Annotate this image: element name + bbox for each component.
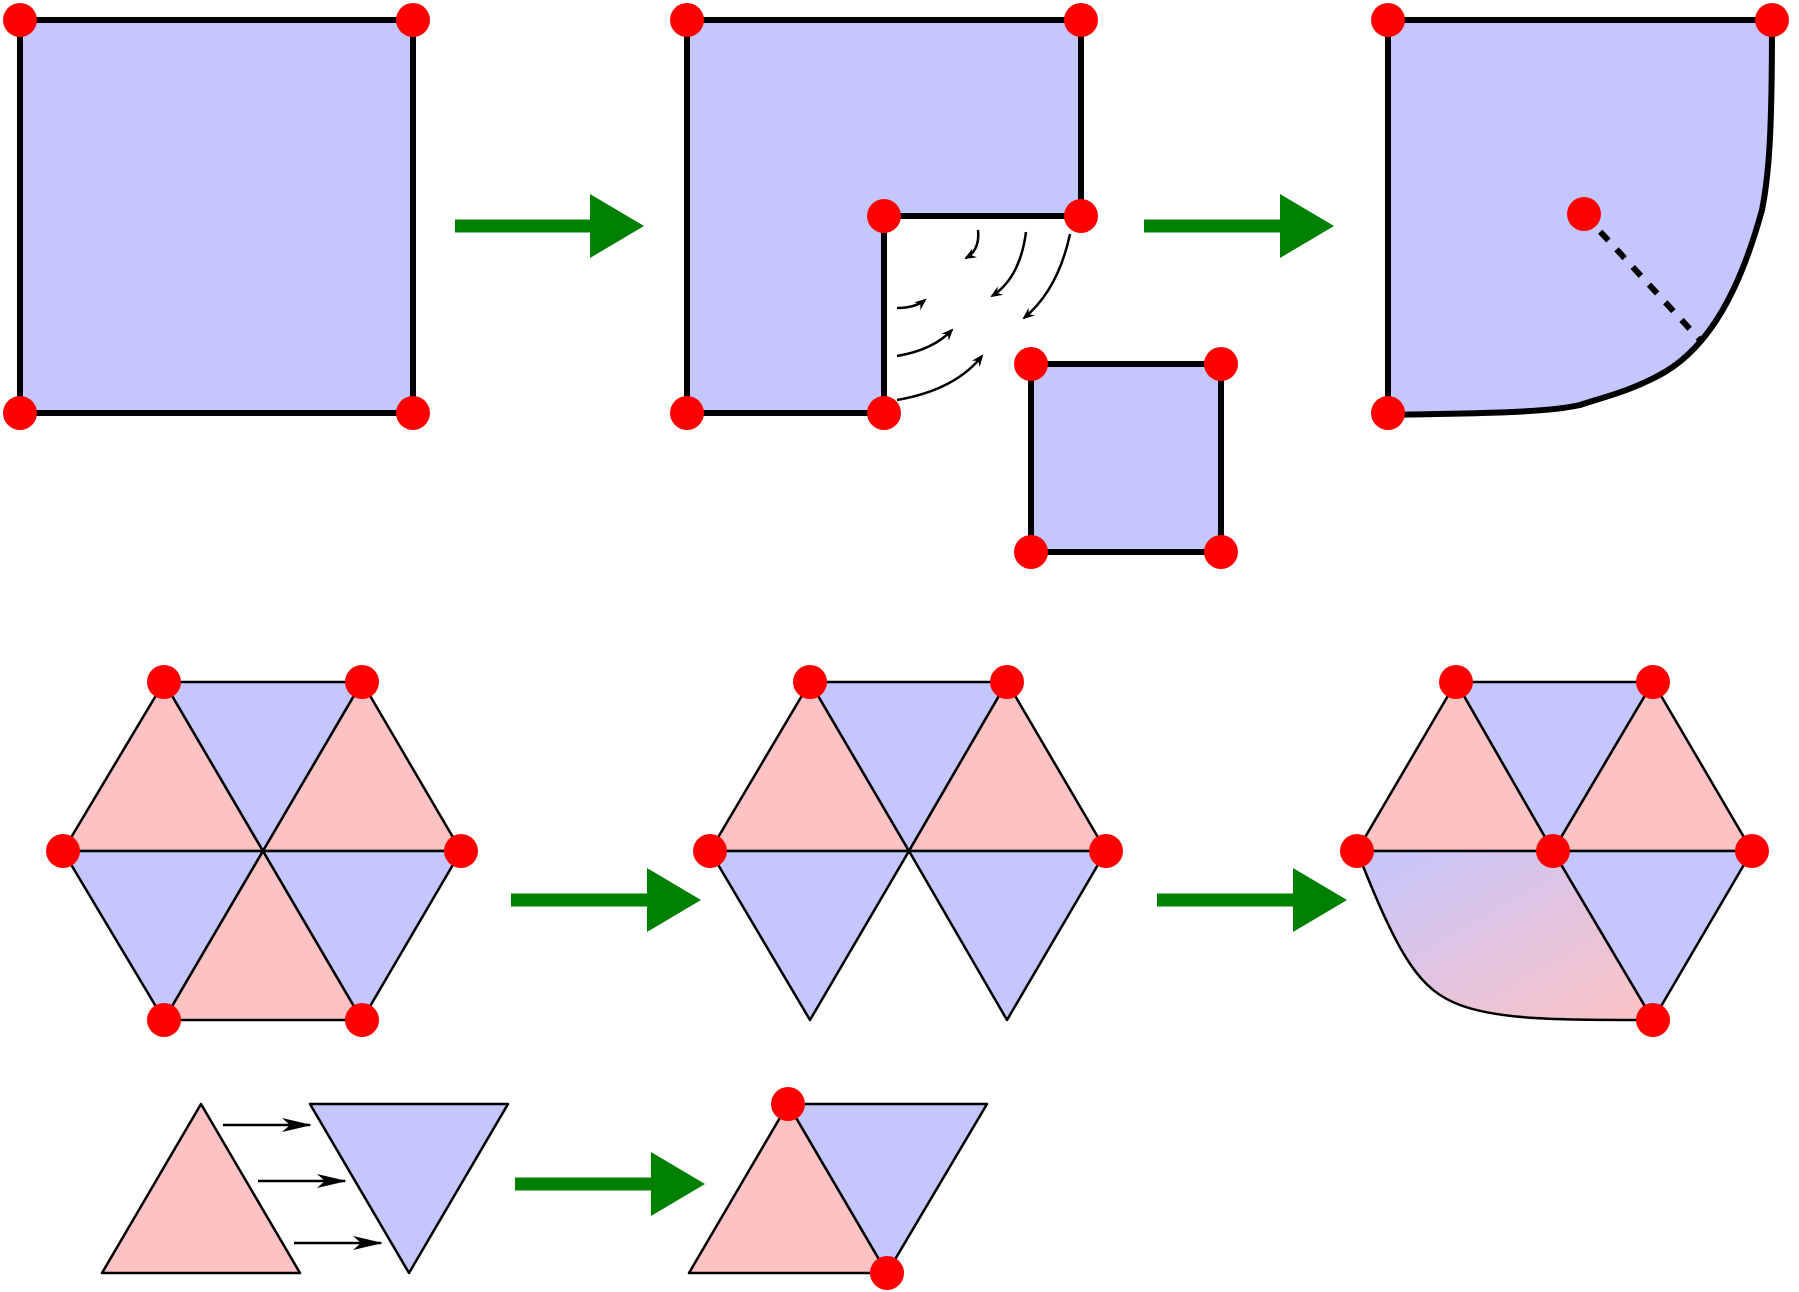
triangle-face — [786, 1102, 989, 1275]
triangle-face — [100, 1102, 302, 1275]
small-square-face — [1028, 361, 1224, 555]
vertex — [1204, 347, 1238, 381]
triangle-face — [708, 849, 911, 1022]
cone-point — [1567, 197, 1601, 231]
vertex — [396, 396, 430, 430]
gluing-arrows — [896, 229, 1072, 402]
panel-hexagon-merged — [1340, 665, 1769, 1037]
panel-square — [3, 3, 430, 430]
vertex — [345, 1003, 379, 1037]
vertex — [1204, 535, 1238, 569]
vertex — [147, 1003, 181, 1037]
panel-two-triangles-apart — [100, 1102, 510, 1275]
panel-square-split-off-corner — [670, 3, 1238, 569]
vertex — [1636, 1003, 1670, 1037]
vertex — [990, 665, 1024, 699]
vertex — [867, 199, 901, 233]
panel-two-triangles-glued — [687, 1087, 989, 1290]
vertex — [1371, 396, 1405, 430]
triangle-face — [261, 849, 463, 1022]
vertex — [771, 1087, 805, 1121]
vertex — [670, 3, 704, 37]
transition-arrow — [1144, 194, 1334, 258]
vertex — [1536, 834, 1570, 868]
square-face — [17, 17, 416, 416]
vertex — [1735, 834, 1769, 868]
transition-arrow — [515, 1152, 705, 1216]
vertex — [1014, 535, 1048, 569]
vertex — [870, 1256, 904, 1290]
vertex — [345, 665, 379, 699]
vertex — [46, 834, 80, 868]
vertex — [3, 3, 37, 37]
vertex — [1089, 834, 1123, 868]
vertex — [1064, 199, 1098, 233]
vertex — [1439, 665, 1473, 699]
cone-point-dashed-line — [1581, 211, 1703, 343]
vertex — [670, 396, 704, 430]
vertex — [444, 834, 478, 868]
vertex — [1340, 834, 1374, 868]
transition-arrow — [455, 194, 644, 258]
triangle-face — [308, 1102, 510, 1275]
merged-face — [1355, 849, 1655, 1022]
vertex — [693, 834, 727, 868]
vertex — [1064, 3, 1098, 37]
vertex — [1636, 665, 1670, 699]
transition-arrow — [511, 868, 701, 932]
vertex — [3, 396, 37, 430]
gluing-arrows — [223, 1118, 383, 1250]
panel-square-corner-merged — [1371, 3, 1789, 430]
vertex — [1371, 3, 1405, 37]
transition-arrow — [1157, 868, 1347, 932]
vertex — [396, 3, 430, 37]
panel-hexagon-six-triangles — [46, 665, 478, 1037]
vertex — [867, 396, 901, 430]
triangle-face — [907, 849, 1108, 1022]
vertex — [1755, 3, 1789, 37]
panel-hexagon-split — [693, 665, 1123, 1022]
vertex — [793, 665, 827, 699]
vertex — [147, 665, 181, 699]
vertex — [1014, 347, 1048, 381]
